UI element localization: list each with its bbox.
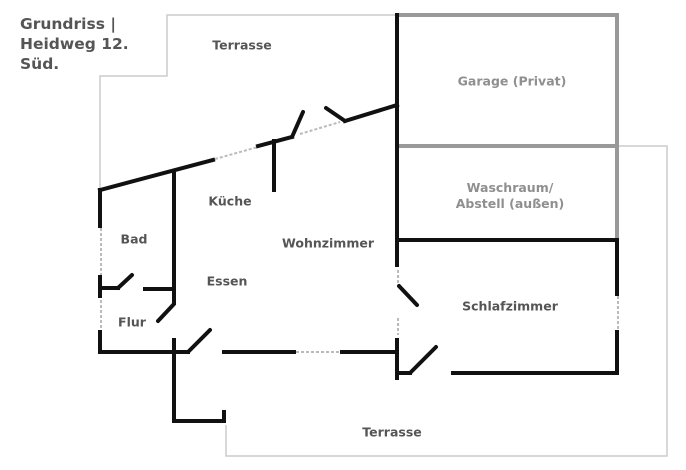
terrace-bottom-outline (225, 145, 668, 457)
room-label-flur: Flur (118, 314, 146, 330)
door-flur (156, 302, 176, 323)
door-schlaf-2 (408, 345, 438, 375)
wall-north-3 (342, 102, 400, 124)
property-outline (99, 14, 668, 457)
wall-north-1 (97, 157, 216, 193)
room-label-kueche: Küche (208, 193, 252, 209)
windows (100, 121, 619, 353)
room-label-schlafzimmer: Schlafzimmer (462, 298, 558, 314)
window-kueche (214, 146, 259, 160)
room-label-wohnzimmer: Wohnzimmer (282, 235, 374, 251)
room-label-waschraum: Waschraum/ Abstell (außen) (455, 180, 565, 211)
room-label-garage: Garage (Privat) (457, 73, 567, 89)
walls (97, 13, 619, 423)
door-bad (116, 273, 134, 290)
wall-schlaf-south (451, 330, 619, 375)
door-terrace-2 (324, 106, 347, 123)
window-wohnzimmer-top (299, 121, 341, 135)
outbuilding-walls (397, 13, 619, 240)
room-label-terrasse-bottom: Terrasse (362, 424, 422, 440)
plan-title: Grundriss | Heidweg 12. Süd. (20, 15, 129, 73)
wall-entry (172, 338, 226, 423)
terrace-top-outline (99, 14, 397, 190)
door-schlaf-1 (397, 284, 419, 307)
room-label-essen: Essen (206, 273, 248, 289)
room-label-bad: Bad (120, 231, 148, 247)
door-entry (186, 328, 212, 354)
wall-schlaf-north (395, 238, 619, 296)
door-terrace-1 (290, 110, 305, 139)
doors (116, 106, 438, 375)
room-label-terrasse-top: Terrasse (212, 37, 272, 53)
garage-wall (397, 13, 619, 240)
